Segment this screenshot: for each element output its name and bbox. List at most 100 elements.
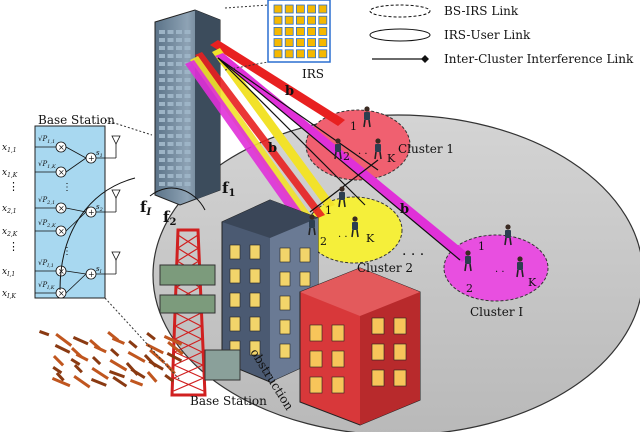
tower-window: [176, 62, 182, 66]
rubble-piece: [167, 341, 184, 356]
tower-window: [184, 118, 191, 122]
multiplier-symbol: ×: [58, 289, 65, 298]
user-leg: [351, 229, 354, 238]
input-ellipsis: ⋮: [8, 240, 19, 253]
user-index-first: 1: [325, 204, 332, 217]
power-label: √PI,1: [38, 259, 54, 269]
f2-label: f2: [163, 208, 176, 228]
power-subscript: 2,1: [46, 200, 55, 206]
red-building-window: [309, 324, 323, 342]
rubble-piece: [91, 366, 109, 380]
rubble-piece: [109, 358, 128, 372]
user-leg: [363, 119, 366, 128]
input-subscript: 1,1: [7, 147, 17, 154]
irs-element: [273, 15, 283, 25]
sum-subscript: 2: [99, 207, 103, 213]
irs-element: [307, 49, 317, 59]
tower-window: [176, 126, 182, 130]
tower-window: [176, 70, 182, 74]
apartment-window: [249, 316, 261, 332]
sum-subscript: 1: [100, 153, 103, 159]
tower-window: [159, 54, 165, 58]
irs-element: [295, 15, 305, 25]
beam-red-bs: [195, 52, 325, 218]
tower-window: [184, 54, 191, 58]
user-leg: [343, 199, 346, 208]
red-building-window: [331, 350, 345, 368]
beam-yellow-irs: [212, 48, 335, 208]
rubble-piece: [163, 335, 183, 346]
beam-magenta-irs: [215, 53, 470, 262]
irs-element: [284, 15, 294, 25]
irs-label: IRS: [302, 67, 324, 81]
user-icon: [338, 186, 346, 208]
user-leg: [464, 263, 467, 272]
power-label: √P1,1: [38, 135, 55, 145]
rubble-piece: [54, 343, 71, 354]
bs-panel-connector-bottom: [104, 297, 181, 381]
user-icon: [308, 214, 316, 236]
rubble-piece: [149, 349, 166, 364]
apartment-window: [279, 247, 291, 263]
rubble-piece: [51, 377, 71, 388]
tower-window: [167, 30, 174, 34]
tower-window: [167, 70, 174, 74]
rubble-piece: [73, 375, 91, 389]
apartment-window: [279, 271, 291, 287]
bs-inputs: x1,1x1,Kx2,1x2,KxI,1xI,K⋮⋮: [2, 143, 19, 300]
sum-symbol: +: [88, 154, 95, 163]
user-index-first: 1: [478, 240, 485, 253]
user-leg: [368, 119, 371, 128]
tower-window: [167, 94, 174, 98]
power-subscript: 1,K: [47, 164, 56, 170]
tower-window: [167, 38, 174, 42]
apartment-window: [249, 244, 261, 260]
tower-window: [159, 78, 165, 82]
tower-window: [176, 134, 182, 138]
tower-window: [159, 46, 165, 50]
user-body: [517, 262, 523, 270]
tower-window: [176, 30, 182, 34]
rubble-piece: [72, 336, 89, 346]
user-icon: [516, 256, 524, 278]
sum-label: s2: [96, 203, 103, 213]
rubble-piece: [108, 370, 126, 379]
tower-window: [184, 110, 191, 114]
red-building-window: [309, 376, 323, 394]
irs-element: [307, 4, 317, 14]
input-label: xI,1: [2, 267, 15, 278]
user-body: [505, 230, 511, 238]
user-body: [352, 222, 358, 230]
tower-window: [159, 86, 165, 90]
tower-window: [167, 86, 174, 90]
rubble-piece: [55, 333, 73, 347]
user-leg: [356, 229, 359, 238]
red-building-window: [371, 343, 385, 361]
irs-element: [273, 49, 283, 59]
tower-window: [176, 38, 182, 42]
apartment-window: [279, 319, 291, 335]
user-ellipsis: · ·: [358, 149, 368, 160]
apartment-window: [229, 244, 241, 260]
signal-line: [65, 273, 87, 294]
tower-window: [167, 182, 174, 186]
tower-window: [184, 158, 191, 162]
tower-window: [184, 30, 191, 34]
user-index-last: K: [528, 276, 537, 289]
apartment-building: [221, 199, 319, 383]
irs-element: [295, 26, 305, 36]
apartment-window: [279, 343, 291, 359]
tower-window: [167, 110, 174, 114]
sum-symbol: +: [88, 270, 95, 279]
rubble-piece: [107, 331, 120, 342]
user-leg: [334, 151, 337, 160]
red-building-window: [371, 317, 385, 335]
irs-element: [318, 26, 328, 36]
bs-panel: ×√P1,1×√P1,K×√P2,1×√P2,K×√PI,1×√PI,K+s1+…: [34, 125, 121, 299]
tower-window: [167, 134, 174, 138]
tower-window: [159, 134, 165, 138]
rubble-piece: [128, 340, 138, 349]
user-head: [465, 250, 471, 256]
clusterI-label: Cluster I: [470, 305, 523, 319]
